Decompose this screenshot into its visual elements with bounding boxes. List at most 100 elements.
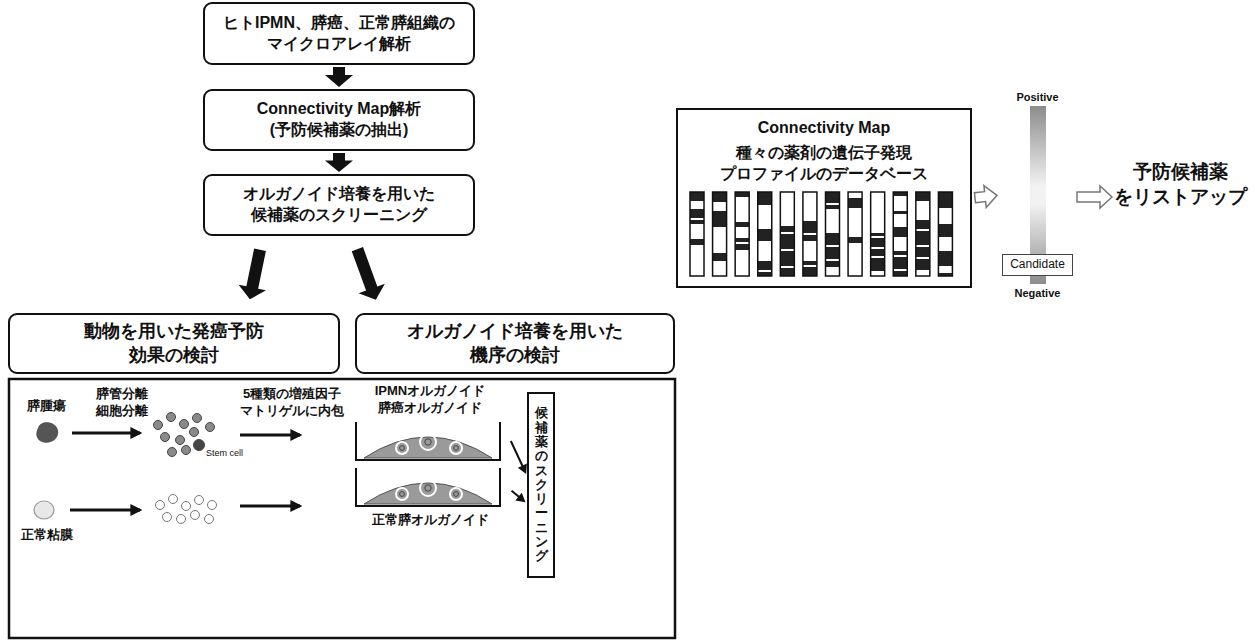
expression-band xyxy=(690,209,704,218)
expression-band xyxy=(758,261,772,270)
illustration-part xyxy=(190,428,199,437)
organoid xyxy=(450,488,462,500)
expression-band xyxy=(690,192,704,201)
illustration-part xyxy=(182,502,191,511)
expression-band xyxy=(735,244,749,250)
screening-box: 候補薬のスクリーニング xyxy=(527,392,555,578)
expression-band xyxy=(803,221,817,233)
profile-column xyxy=(893,192,907,276)
organoid-lumen xyxy=(454,492,459,497)
database-box: Connectivity Map種々の薬剤の遺伝子発現 プロファイルのデータベー… xyxy=(676,108,972,288)
profile-outline xyxy=(803,192,817,276)
hollow-arrow xyxy=(1077,186,1112,208)
expression-band xyxy=(916,220,930,229)
profile-outline xyxy=(826,192,840,276)
organoid-lumen xyxy=(400,445,405,450)
node-text: 候補薬のスクリーニング xyxy=(535,406,548,563)
tumor-tissue xyxy=(36,422,58,443)
annotation-label: 正常粘膜 xyxy=(12,527,82,544)
illustration-part xyxy=(180,420,189,429)
profile-outline xyxy=(893,192,907,276)
matrigel-dome xyxy=(364,483,492,504)
profile-outline xyxy=(758,192,772,276)
expression-band xyxy=(938,251,952,266)
expression-band xyxy=(735,238,749,242)
profile-outline xyxy=(938,192,952,276)
well-wall xyxy=(356,422,500,460)
node-text: Connectivity Map xyxy=(758,118,890,139)
matrigel-dome xyxy=(364,437,492,458)
profile-outline xyxy=(713,192,727,276)
expression-band xyxy=(938,192,952,208)
node-text: オルガノイド培養を用いた 機序の検討 xyxy=(385,320,645,367)
profile-column xyxy=(848,192,862,276)
node-text: IPMNオルガノイド 膵癌オルガノイド xyxy=(355,383,505,417)
node-text: 正常膵オルガノイド xyxy=(372,512,489,529)
expression-band xyxy=(780,268,794,276)
expression-band xyxy=(735,222,749,227)
expression-band xyxy=(916,247,930,257)
expression-band xyxy=(780,251,794,266)
expression-band xyxy=(713,192,727,202)
expression-band xyxy=(871,249,885,256)
profile-column xyxy=(938,192,952,276)
organoid-dish: 正常膵オルガノイド xyxy=(350,466,510,544)
culture-well xyxy=(350,420,510,462)
organoid xyxy=(450,442,462,454)
illustration-part xyxy=(161,433,170,442)
cell-label: Stem cell xyxy=(206,448,256,460)
expression-band xyxy=(826,247,840,259)
node-text: Candidate xyxy=(1010,257,1065,273)
illustration-part xyxy=(191,511,200,520)
organoid-lumen xyxy=(454,445,459,450)
expression-band xyxy=(916,231,930,245)
expression-band xyxy=(826,261,840,267)
process-box: Connectivity Map解析 (予防候補薬の抽出) xyxy=(203,89,475,151)
profile-column xyxy=(780,192,794,276)
profile-outline xyxy=(780,192,794,276)
organoid xyxy=(396,442,408,454)
illustration-part xyxy=(208,501,217,510)
well-wall xyxy=(356,468,500,506)
node-text: Negative xyxy=(1015,286,1061,300)
expression-band xyxy=(713,211,727,227)
organoid-lumen xyxy=(400,492,405,497)
expression-band xyxy=(893,227,907,237)
expression-band xyxy=(780,226,794,232)
expression-band xyxy=(690,239,704,245)
profile-column xyxy=(758,192,772,276)
profile-column xyxy=(735,192,749,276)
expression-band xyxy=(893,251,907,255)
node-text: Connectivity Map解析 (予防候補薬の抽出) xyxy=(210,99,468,141)
expression-band xyxy=(871,258,885,271)
expression-band xyxy=(848,198,862,208)
process-box: オルガノイド培養を用いた 機序の検討 xyxy=(355,313,675,374)
flow-arrow xyxy=(325,67,353,87)
annotation-label: 予防候補薬 をリストアップ xyxy=(1110,160,1250,209)
expression-band xyxy=(803,267,817,276)
expression-band xyxy=(893,257,907,269)
organoid xyxy=(420,434,436,450)
illustration-part xyxy=(156,501,165,510)
flow-arrow xyxy=(239,249,266,300)
expression-band xyxy=(690,220,704,224)
illustration-part xyxy=(195,496,204,505)
process-box: オルガノイド培養を用いた 候補薬のスクリーニング xyxy=(203,174,475,236)
flow-arrow xyxy=(511,490,526,502)
profile-outline xyxy=(735,192,749,276)
normal-cells xyxy=(156,495,217,524)
tumor-cells xyxy=(154,413,215,457)
node-text: ヒトIPMN、膵癌、正常膵組織の マイクロアレイ解析 xyxy=(210,13,468,55)
illustration-part xyxy=(206,423,215,432)
process-arrow xyxy=(72,432,140,435)
organoid xyxy=(396,488,408,500)
node-text: 動物を用いた発癌予防 効果の検討 xyxy=(59,320,289,367)
profile-column xyxy=(713,192,727,276)
process-arrows xyxy=(70,433,300,510)
expression-band xyxy=(848,237,862,243)
process-arrow xyxy=(240,434,300,437)
expression-band xyxy=(893,211,907,214)
expression-band xyxy=(826,192,840,203)
annotation-label: 膵腫瘍 xyxy=(16,398,76,415)
